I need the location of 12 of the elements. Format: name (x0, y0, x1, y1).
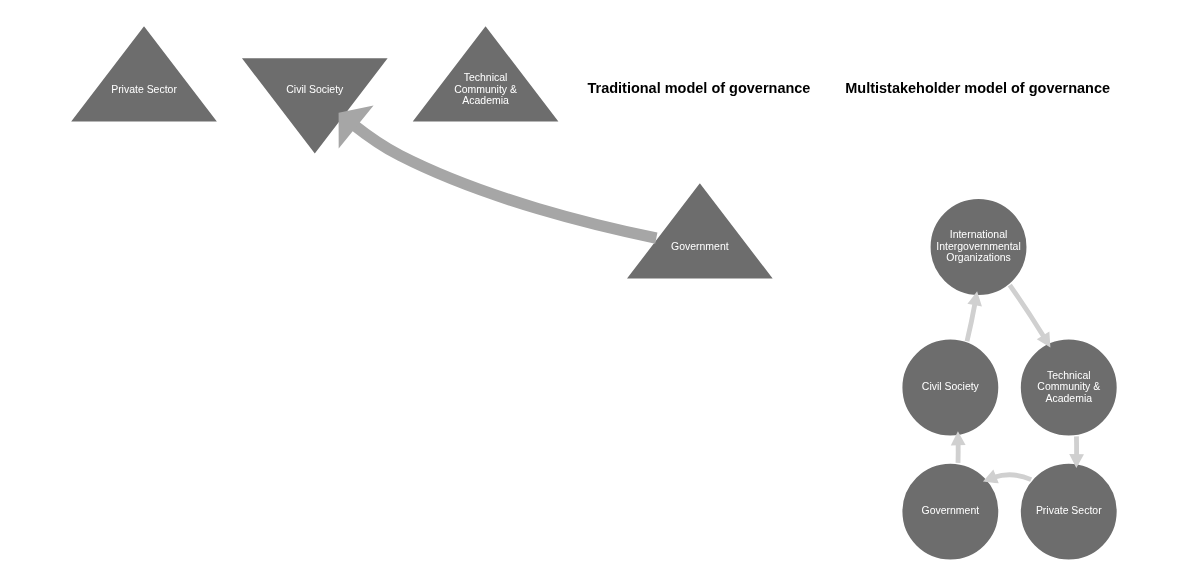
node-circle: Private Sector (1018, 461, 1120, 562)
node-circle: Technical Community & Academia (1018, 337, 1120, 438)
arrow (964, 291, 982, 342)
node-circle: International Intergovernmental Organizations (928, 196, 1029, 298)
arrow (1069, 436, 1084, 469)
arrow (338, 105, 658, 244)
label: Multistakeholder model of governance (845, 79, 1111, 96)
arrow (1007, 283, 1051, 348)
label: Traditional model of governance (587, 79, 811, 96)
arrow (950, 431, 966, 463)
node-circle: Civil Society (900, 337, 1001, 438)
arrow (982, 469, 1033, 484)
